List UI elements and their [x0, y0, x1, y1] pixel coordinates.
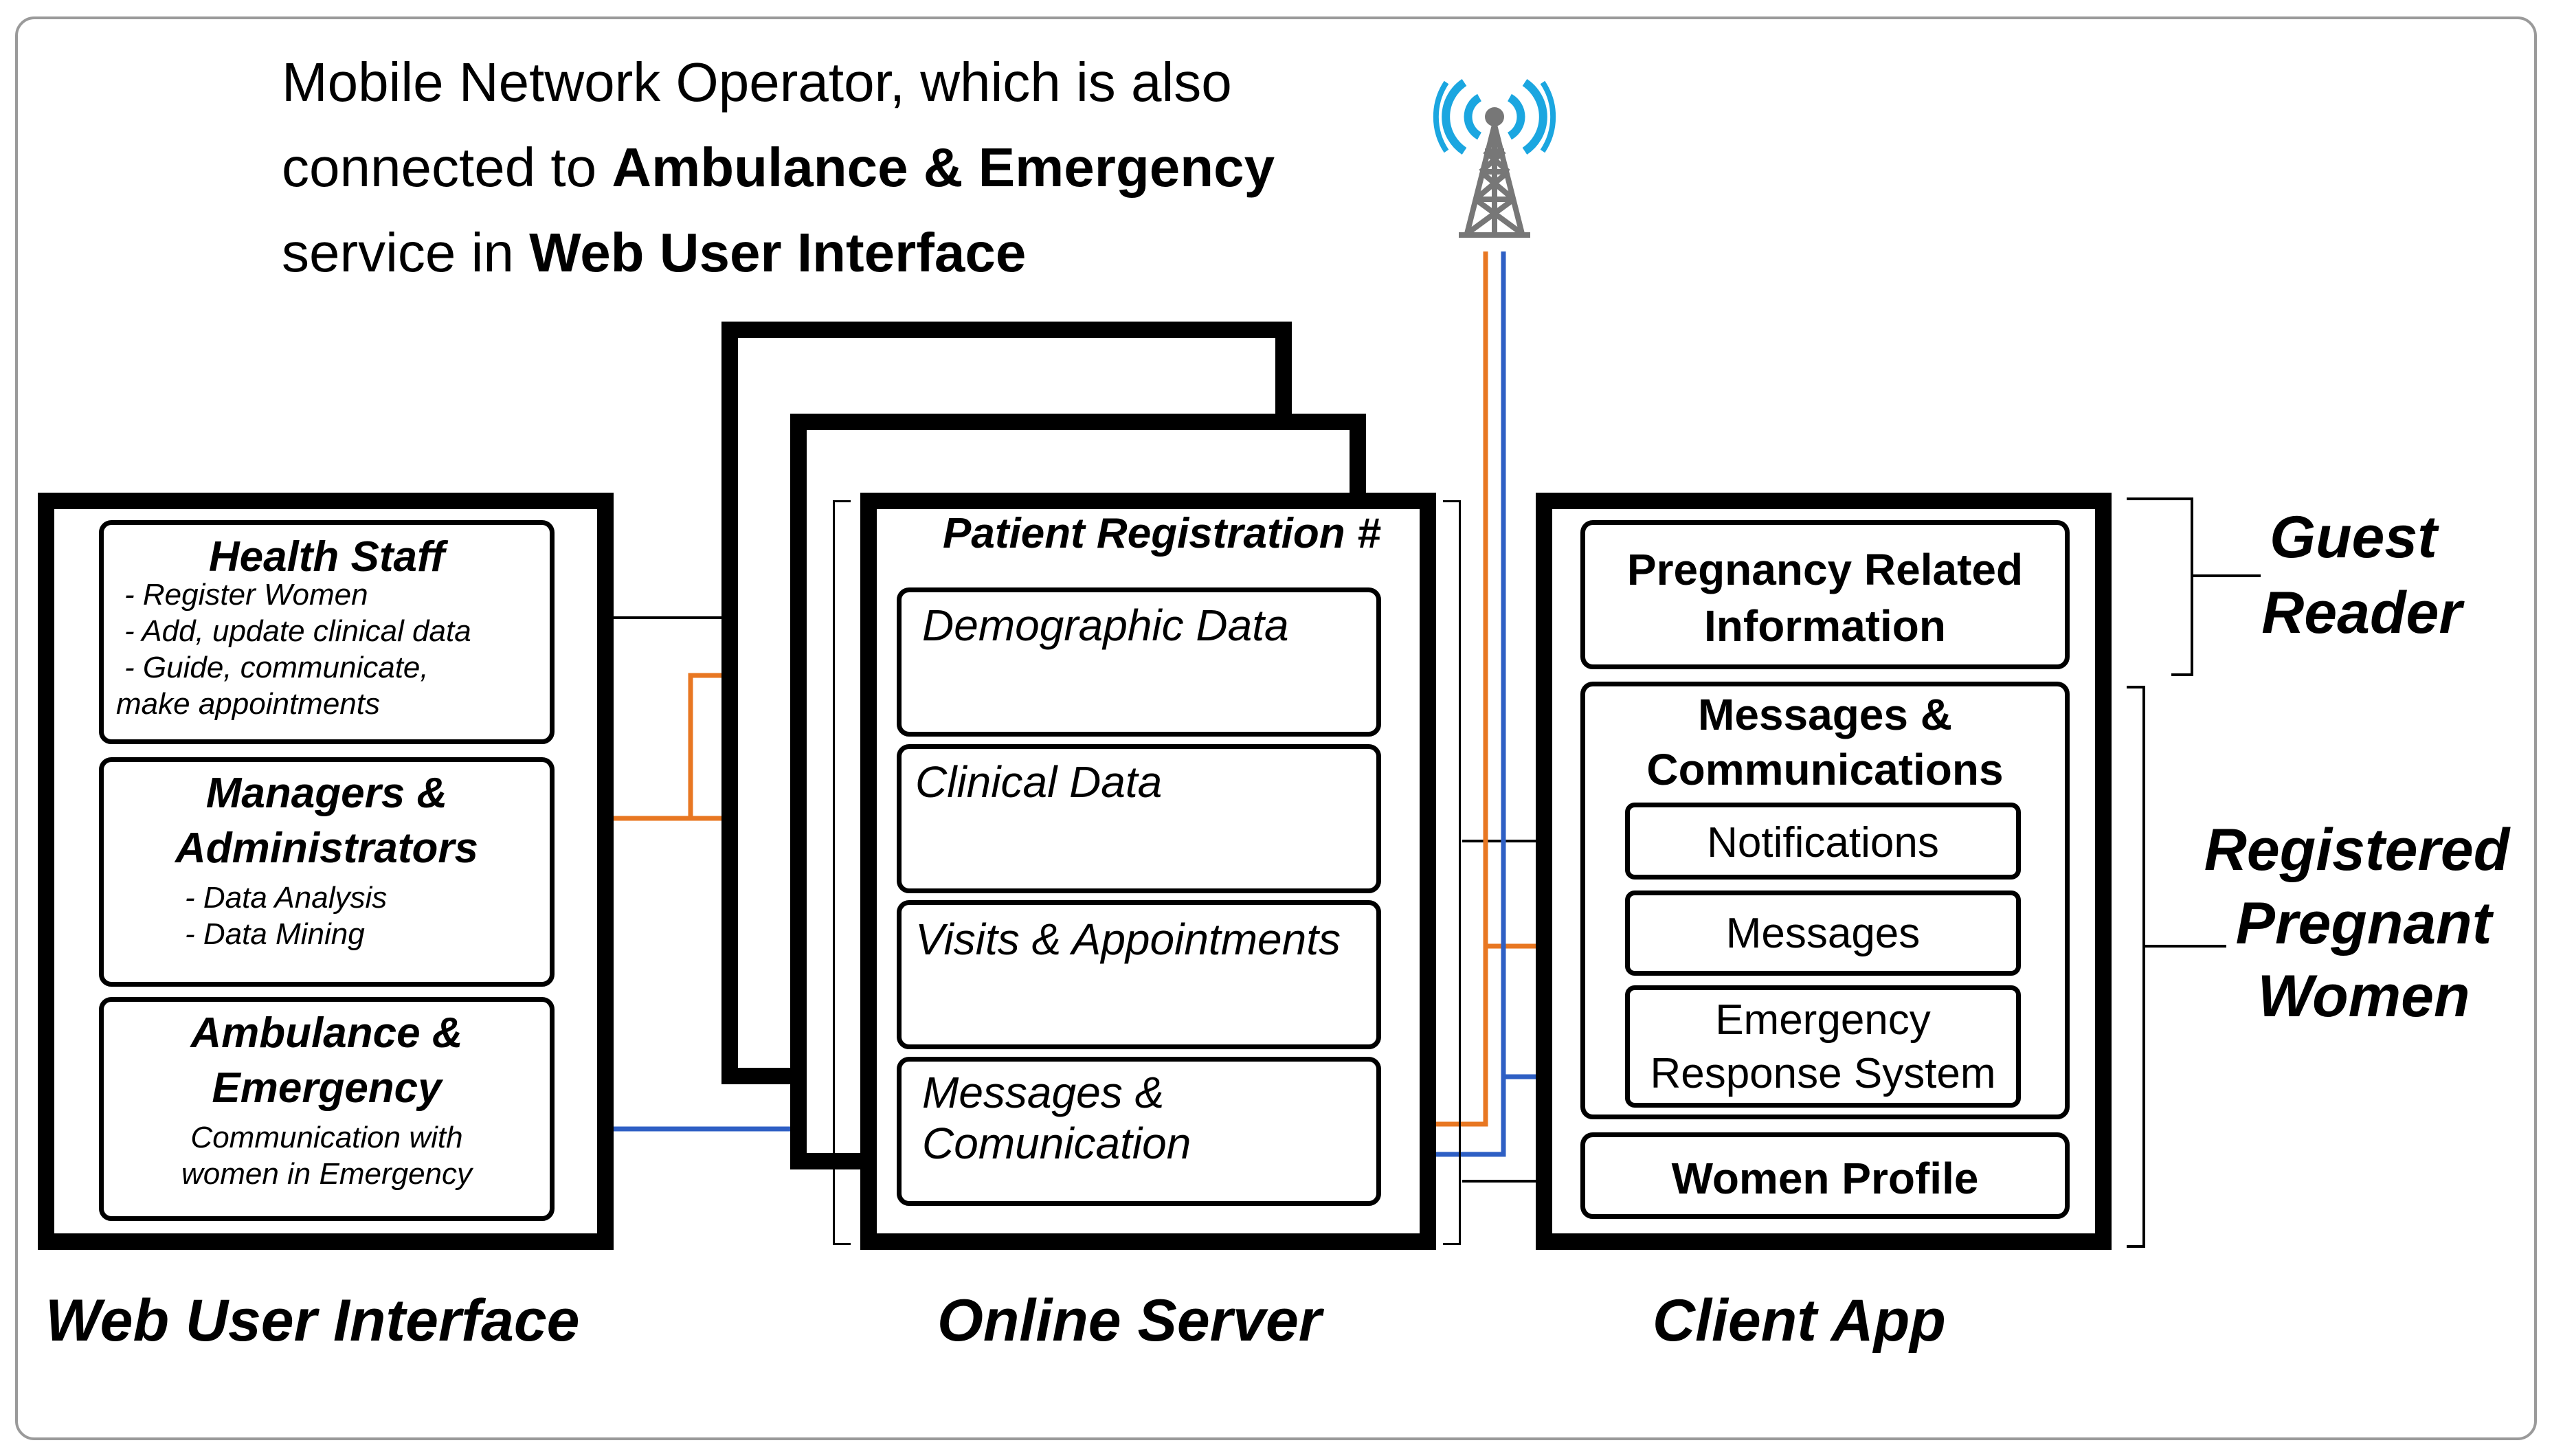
header-line-3-prefix: service in	[282, 222, 530, 283]
health-staff-box: Health Staff - Register Women - Add, upd…	[99, 520, 555, 744]
client-app-label: Client App	[1653, 1288, 1946, 1354]
client-messages-line-2: Communications	[1646, 745, 2004, 794]
notifications-box: Notifications	[1625, 803, 2021, 880]
health-staff-item-3: - Guide, communicate,	[124, 651, 429, 684]
registered-women-line-1: Registered	[2204, 817, 2510, 883]
cell-tower-icon	[1433, 79, 1556, 238]
emergency-response-line-1: Emergency	[1715, 996, 1931, 1044]
emergency-response-box: Emergency Response System	[1625, 985, 2021, 1108]
client-messages-line-1: Messages &	[1698, 690, 1952, 739]
visits-appointments-label: Visits & Appointments	[915, 915, 1341, 964]
managers-box: Managers & Administrators - Data Analysi…	[99, 757, 555, 987]
registered-bracket	[2127, 686, 2145, 1248]
registered-women-line-3: Women	[2257, 963, 2470, 1029]
managers-title-line-1: Managers &	[205, 770, 448, 817]
messages-box: Messages	[1625, 891, 2021, 976]
header-line-2: connected to Ambulance & Emergency	[282, 125, 1275, 210]
health-staff-item-4: make appointments	[116, 687, 380, 721]
server-bracket-left	[833, 500, 851, 1245]
ambulance-desc-line-2: women in Emergency	[181, 1157, 473, 1191]
women-profile-label: Women Profile	[1671, 1154, 1979, 1203]
clinical-data-box: Clinical Data	[897, 744, 1381, 893]
managers-item-1: - Data Analysis	[185, 881, 388, 915]
header-line-2-prefix: connected to	[282, 137, 612, 198]
registered-women-line-2: Pregnant	[2235, 891, 2492, 956]
header-line-3: service in Web User Interface	[282, 210, 1026, 295]
women-profile-box: Women Profile	[1580, 1132, 2070, 1219]
visits-appointments-box: Visits & Appointments	[897, 900, 1381, 1049]
guest-reader-line-2: Reader	[2261, 580, 2462, 646]
guest-bracket	[2127, 497, 2193, 676]
web-ui-label: Web User Interface	[45, 1288, 580, 1354]
ambulance-title-line-2: Emergency	[212, 1064, 442, 1112]
demographic-data-box: Demographic Data	[897, 587, 1381, 737]
health-staff-item-2: - Add, update clinical data	[124, 614, 471, 648]
server-messages-label-line-1: Messages &	[922, 1068, 1165, 1117]
pregnancy-info-line-1: Pregnancy Related	[1626, 545, 2024, 594]
header-line-3-bold: Web User Interface	[529, 222, 1027, 283]
outer-border	[15, 16, 2537, 1440]
ambulance-box: Ambulance & Emergency Communication with…	[99, 997, 555, 1221]
emergency-response-line-2: Response System	[1650, 1050, 1996, 1097]
server-messages-label-line-2: Comunication	[922, 1119, 1191, 1168]
server-label: Online Server	[937, 1288, 1322, 1354]
server-messages-box: Messages & Comunication	[897, 1057, 1381, 1206]
server-title: Patient Registration #	[943, 510, 1381, 557]
pregnancy-info-box: Pregnancy Related Information	[1580, 520, 2070, 669]
managers-title-line-2: Administrators	[175, 825, 478, 872]
demographic-data-label: Demographic Data	[922, 601, 1289, 650]
managers-item-2: - Data Mining	[185, 917, 365, 951]
messages-label: Messages	[1725, 910, 1921, 957]
server-bracket-right	[1443, 500, 1461, 1245]
clinical-data-label: Clinical Data	[915, 757, 1163, 807]
pregnancy-info-line-2: Information	[1704, 601, 1946, 651]
health-staff-title: Health Staff	[208, 533, 445, 581]
health-staff-item-1: - Register Women	[124, 578, 368, 612]
header-line-2-bold: Ambulance & Emergency	[612, 137, 1275, 198]
notifications-label: Notifications	[1707, 819, 1939, 866]
ambulance-desc-line-1: Communication with	[190, 1121, 463, 1154]
header-line-1: Mobile Network Operator, which is also	[282, 52, 1232, 113]
ambulance-title-line-1: Ambulance &	[190, 1009, 463, 1057]
guest-reader-line-1: Guest	[2270, 504, 2437, 570]
